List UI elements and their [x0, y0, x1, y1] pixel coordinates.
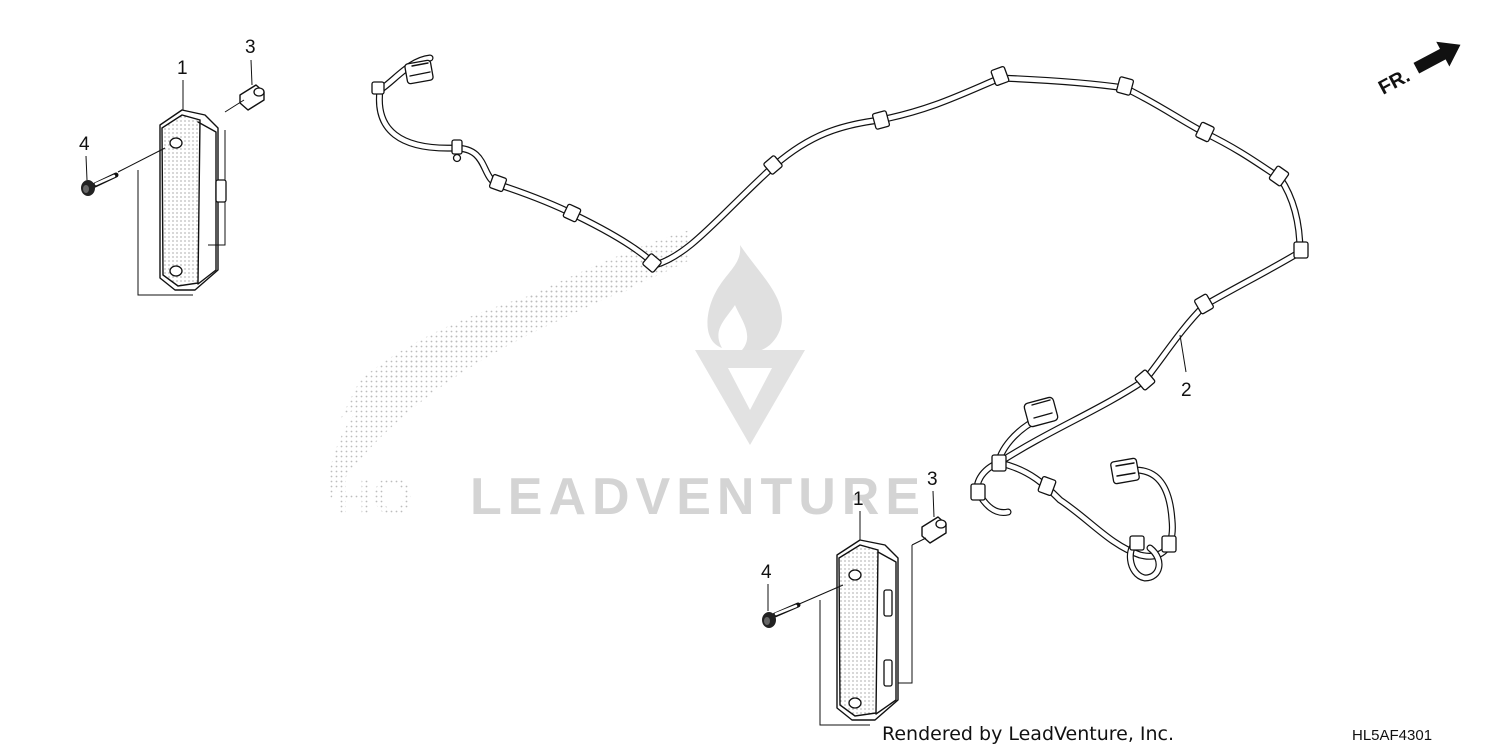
front-direction-label: FR.	[1375, 65, 1414, 100]
side-marker-lamp-bottom	[836, 539, 899, 721]
harness-ground-tab	[451, 139, 463, 163]
watermark-text: LEADVENTURE	[470, 468, 926, 526]
wire-harness	[371, 54, 1309, 582]
callout-screw-bottom: 4	[761, 562, 772, 583]
harness-clips	[488, 66, 1309, 553]
callout-lamp-top: 1	[177, 58, 188, 79]
front-arrow-icon	[1413, 41, 1461, 74]
render-credit: Rendered by LeadVenture, Inc.	[882, 723, 1174, 745]
collar-nut-bottom	[921, 516, 947, 544]
lamp-assembly-bottom	[762, 516, 947, 726]
screw-top	[81, 172, 119, 196]
watermark-flame-icon	[707, 245, 782, 352]
watermark-wing-shape-2	[340, 270, 640, 420]
callout-screw-top: 4	[79, 134, 90, 155]
harness-leader-line	[1179, 334, 1187, 373]
callout-lamp-bottom: 1	[853, 489, 864, 510]
collar-nut-top	[239, 84, 265, 111]
callout-collar-bottom: 3	[927, 469, 938, 490]
callout-collar-top: 3	[245, 37, 256, 58]
screw-bottom	[762, 602, 801, 628]
harness-connector-mid	[1023, 396, 1059, 428]
callout-harness: 2	[1181, 380, 1192, 401]
watermark-h-fragment: HO	[335, 468, 413, 526]
lamp-assembly-top	[81, 84, 265, 296]
harness-connector-lower	[1110, 457, 1140, 485]
watermark: LEADVENTURE HO	[330, 230, 926, 526]
watermark-v-icon	[695, 350, 805, 445]
front-direction-indicator: FR.	[1375, 41, 1461, 100]
diagram-code: HL5AF4301	[1352, 727, 1432, 744]
harness-connector-top-left	[371, 54, 434, 95]
side-marker-lamp-top	[159, 109, 219, 291]
